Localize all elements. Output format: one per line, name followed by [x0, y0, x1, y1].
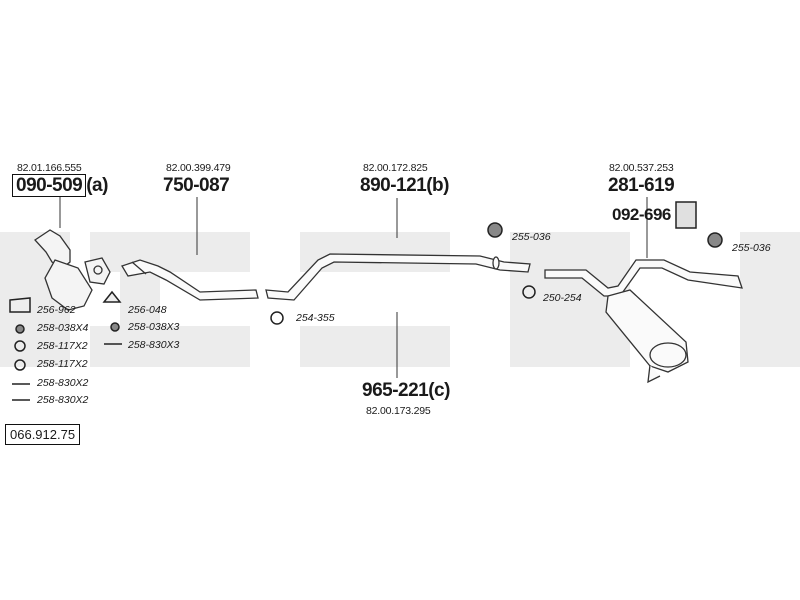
oe-number-front-pipe: 82.00.399.479: [166, 162, 231, 174]
accessory-left-1[interactable]: 256-962: [37, 304, 76, 316]
accessory-left-6[interactable]: 258-830X2: [37, 394, 89, 406]
catalytic-converter-drawing: [34, 229, 111, 311]
part-number-middle-pipe[interactable]: 890-121(b): [360, 175, 450, 196]
accessory-left-4[interactable]: 258-117X2: [37, 358, 88, 370]
part-number-front-pipe[interactable]: 750-087: [163, 175, 230, 196]
part-number-centre-pipe[interactable]: 965-221(c): [362, 380, 450, 401]
accessory-hanger-mid[interactable]: 255-036: [512, 231, 551, 243]
middle-pipe-drawing: [265, 253, 531, 301]
accessory-left-5[interactable]: 258-830X2: [37, 377, 89, 389]
rear-silencer-drawing: [544, 259, 743, 384]
part-number-catalytic[interactable]: 090-509(a): [12, 174, 108, 197]
accessory-hanger-rear[interactable]: 255-036: [732, 242, 771, 254]
part-number-rear-silencer[interactable]: 281-619: [608, 175, 675, 196]
accessory-left-2[interactable]: 258-038X4: [37, 322, 89, 334]
accessory-mid-3[interactable]: 258-830X3: [128, 339, 180, 351]
part-number-bracket[interactable]: 092-696: [612, 205, 671, 224]
accessory-clamp-rear[interactable]: 250-254: [543, 292, 582, 304]
hanger-clamp-drawings: [9, 201, 723, 401]
oe-number-centre-pipe: 82.00.173.295: [366, 405, 431, 417]
oe-number-middle-pipe: 82.00.172.825: [363, 162, 428, 174]
part-number-catalytic-suffix: (a): [86, 175, 108, 196]
part-number-catalytic-value: 090-509: [12, 174, 87, 197]
front-pipe-drawing: [121, 259, 259, 301]
accessory-clamp-front[interactable]: 254-355: [296, 312, 335, 324]
accessory-left-3[interactable]: 258-117X2: [37, 340, 88, 352]
accessory-mid-1[interactable]: 256-048: [128, 304, 167, 316]
accessory-mid-2[interactable]: 258-038X3: [128, 321, 180, 333]
catalogue-number-box: 066.912.75: [5, 424, 81, 445]
leader-lines: [59, 197, 648, 378]
watermark-graphic: [0, 232, 800, 367]
oe-number-rear-silencer: 82.00.537.253: [609, 162, 674, 174]
oe-number-catalytic: 82.01.166.555: [17, 162, 82, 174]
